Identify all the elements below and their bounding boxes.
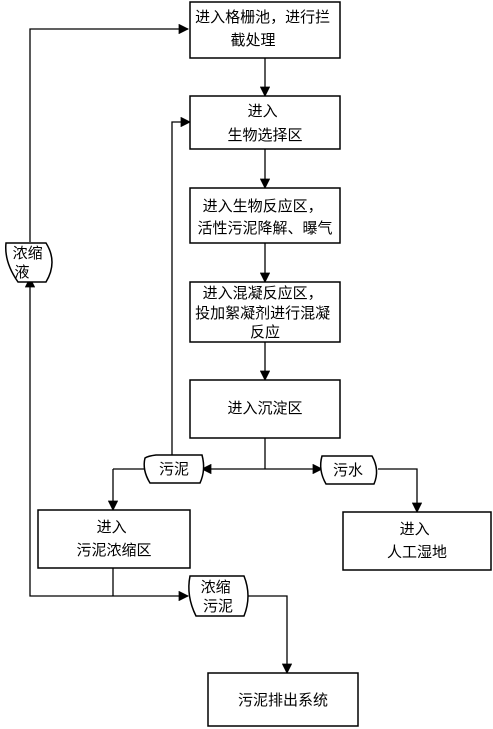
- node-wetland-line-1: 进入: [400, 520, 430, 538]
- label-thickened-sludge-line-1: 浓缩: [201, 578, 231, 596]
- label-sewage-line-1: 污水: [333, 461, 363, 479]
- arrow-to-sludge-discharge: [248, 595, 293, 675]
- node-wetland: 进入 人工湿地: [342, 511, 492, 571]
- node-sediment-line-1: 进入沉淀区: [227, 399, 302, 417]
- node-wetland-line-2: 人工湿地: [387, 543, 447, 561]
- node-coagulation-line-2: 投加絮凝剂进行混凝: [195, 304, 330, 322]
- label-thickened-sludge-line-2: 污泥: [203, 597, 233, 615]
- node-sludge-discharge-line-1: 污泥排出系统: [238, 691, 328, 709]
- node-bio-react-line-1: 进入生物反应区，: [203, 197, 323, 215]
- node-coagulation-line-3: 反应: [250, 323, 280, 341]
- node-sediment: 进入沉淀区: [189, 379, 341, 439]
- node-sludge-thicken-line-1: 进入: [97, 518, 127, 536]
- svg-text:进入格栅池，进行拦 截处理: 进入格栅池，进行拦 截处理: [195, 8, 335, 49]
- arrow-concentrate-to-grating: [29, 23, 190, 242]
- label-thickened-sludge: 浓缩 污泥: [188, 575, 249, 617]
- node-bio-select-line-1: 进入: [248, 102, 278, 120]
- label-sludge-line-1: 污泥: [159, 460, 189, 478]
- node-sludge-thicken-line-2: 污泥浓缩区: [76, 541, 151, 559]
- label-concentrate: 浓缩 液: [5, 242, 53, 283]
- node-sludge-discharge: 污泥排出系统: [207, 672, 359, 727]
- svg-text:污泥: 污泥: [159, 460, 189, 478]
- label-sewage: 污水: [319, 455, 378, 485]
- label-concentrate-line-1: 浓缩: [13, 244, 43, 262]
- svg-text:进入生物反应区， 活性污泥降解、曝气: 进入生物反应区， 活性污泥降解、曝气: [197, 197, 332, 237]
- node-coagulation-line-1: 进入混凝反应区，: [203, 284, 323, 302]
- svg-text:污水: 污水: [333, 461, 363, 479]
- node-grating: 进入格栅池，进行拦 截处理: [189, 1, 341, 59]
- svg-text:浓缩 污泥: 浓缩 污泥: [201, 578, 236, 615]
- svg-text:进入 污泥浓缩区: 进入 污泥浓缩区: [76, 518, 151, 559]
- node-coagulation: 进入混凝反应区， 投加絮凝剂进行混凝 反应: [189, 281, 341, 343]
- node-grating-line-2: 截处理: [230, 31, 275, 49]
- node-sludge-thicken: 进入 污泥浓缩区: [37, 509, 191, 569]
- label-sludge: 污泥: [143, 454, 205, 484]
- node-bio-select: 进入 生物选择区: [189, 95, 341, 150]
- svg-text:进入 人工湿地: 进入 人工湿地: [387, 520, 447, 561]
- connectors: [24, 23, 423, 675]
- line-concentrate-return-bottom: [24, 276, 113, 597]
- node-bio-react-line-2: 活性污泥降解、曝气: [197, 219, 332, 237]
- node-bio-select-line-2: 生物选择区: [227, 126, 302, 144]
- svg-text:进入沉淀区: 进入沉淀区: [227, 399, 302, 417]
- arrow-sludge-return: [171, 116, 192, 455]
- label-concentrate-line-2: 液: [14, 263, 29, 281]
- node-bio-react: 进入生物反应区， 活性污泥降解、曝气: [189, 187, 341, 244]
- svg-text:污泥排出系统: 污泥排出系统: [238, 691, 328, 709]
- svg-text:浓缩 液: 浓缩 液: [13, 244, 48, 281]
- node-grating-line-1: 进入格栅池，进行拦: [195, 8, 330, 26]
- svg-text:进入 生物选择区: 进入 生物选择区: [227, 102, 302, 144]
- arrow-sewage-to-wetland: [378, 468, 423, 514]
- svg-text:进入混凝反应区， 投加絮凝剂进行混凝: 进入混凝反应区， 投加絮凝剂进行混凝 反应: [195, 284, 335, 341]
